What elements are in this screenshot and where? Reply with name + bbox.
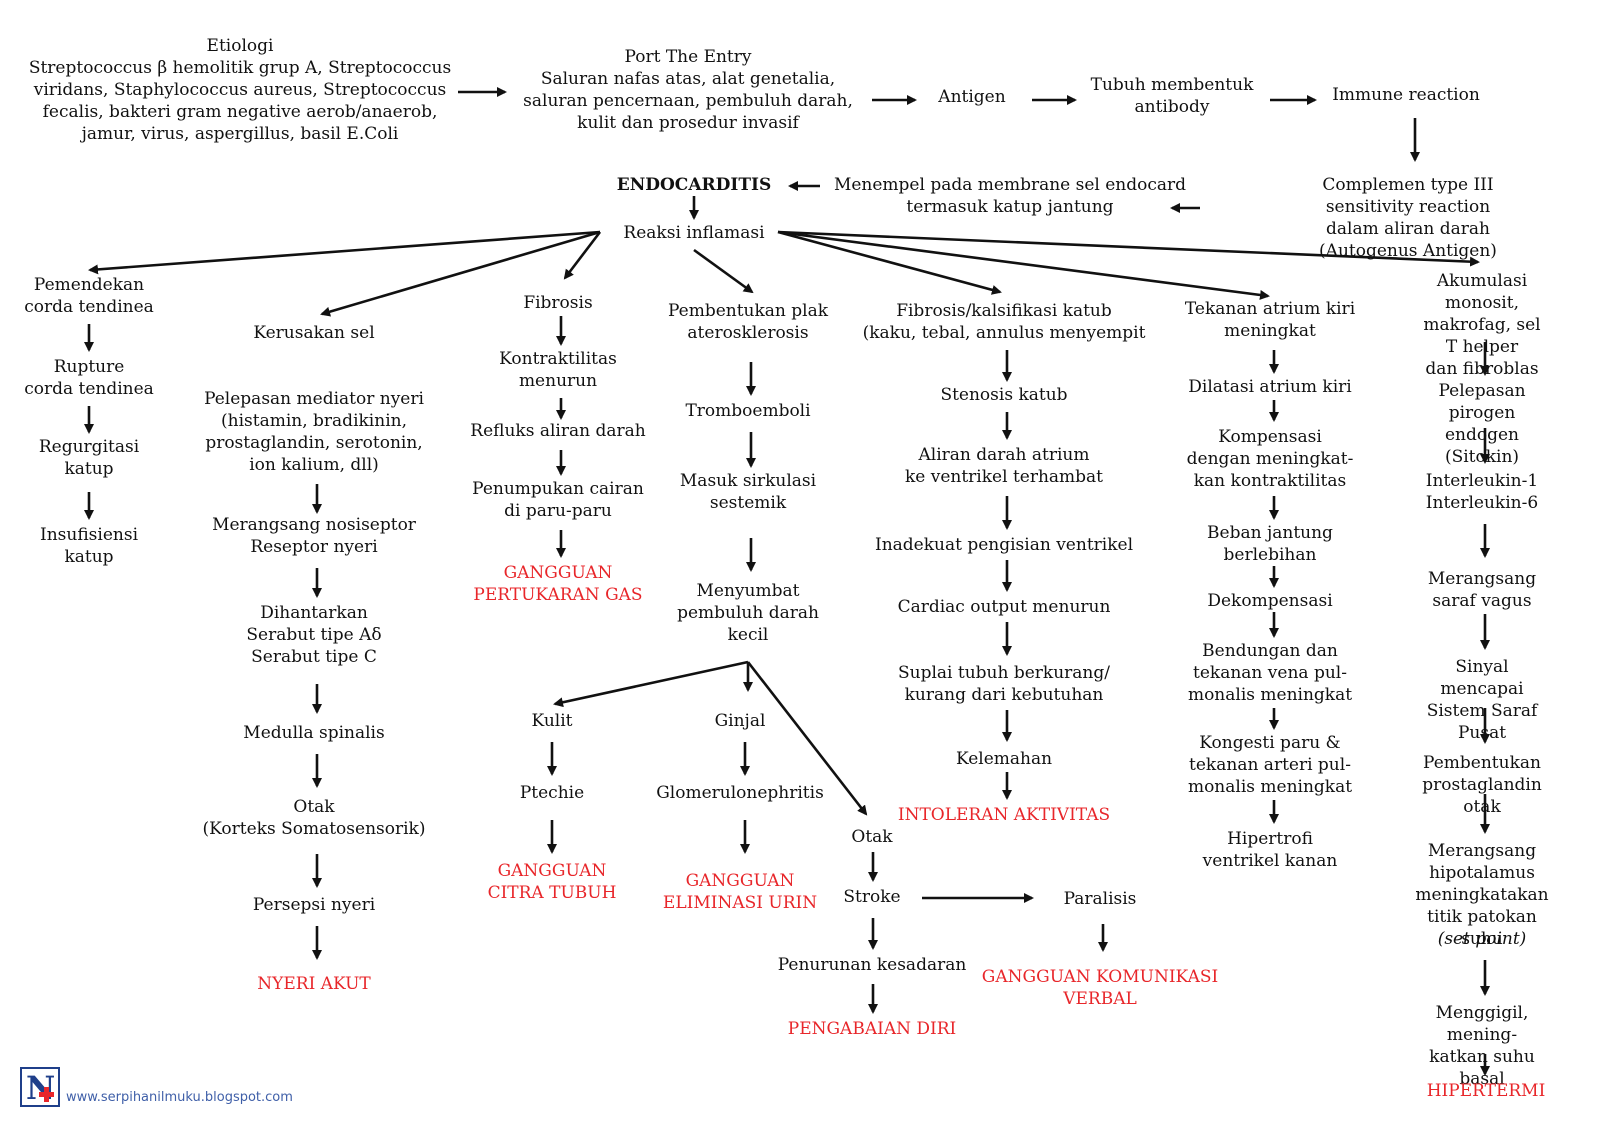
node-penurunan-kesadaran: Penurunan kesadaran: [777, 955, 967, 975]
diagnosis-pengabaian-diri: PENGABAIAN DIRI: [787, 1019, 957, 1039]
flow-arrow: [88, 230, 601, 275]
flow-arrow: [777, 230, 1480, 267]
node-akumulasi: Akumulasi monosit, makrofag, sel T helpe…: [1423, 271, 1541, 379]
node-dilatasi: Dilatasi atrium kiri: [1188, 377, 1352, 397]
node-antibody: Tubuh membentuk antibody: [1090, 75, 1254, 117]
node-dihantarkan: Dihantarkan Serabut tipe Aδ Serabut tipe…: [246, 603, 382, 667]
node-set-point: (set point): [1437, 929, 1527, 949]
flow-arrow: [320, 230, 601, 317]
node-cardiac-output: Cardiac output menurun: [897, 597, 1111, 617]
diagnosis-intoleran-aktivitas: INTOLERAN AKTIVITAS: [897, 805, 1111, 825]
node-aliran-terhambat: Aliran darah atrium ke ventrikel terhamb…: [904, 445, 1104, 487]
node-menempel: Menempel pada membrane sel endocard term…: [833, 175, 1187, 217]
node-pemendekan: Pemendekan corda tendinea: [24, 275, 154, 317]
diagnosis-hipertermi: HIPERTERMI: [1426, 1081, 1546, 1101]
node-menyumbat: Menyumbat pembuluh darah kecil: [677, 581, 819, 645]
svg-text:N: N: [26, 1069, 55, 1107]
node-tromboemboli: Tromboemboli: [685, 401, 811, 421]
node-rupture: Rupture corda tendinea: [24, 357, 154, 399]
node-etiologi: Etiologi Streptococcus β hemolitik grup …: [28, 36, 452, 144]
node-regurgitasi: Regurgitasi katup: [38, 437, 140, 479]
node-plak: Pembentukan plak aterosklerosis: [667, 301, 829, 343]
node-reaksi-inflamasi: Reaksi inflamasi: [623, 223, 765, 243]
node-insufisiensi: Insufisiensi katup: [39, 525, 139, 567]
node-pirogen: Pelepasan pirogen endogen (Sitokin): [1438, 381, 1526, 467]
node-ptechie: Ptechie: [519, 783, 585, 803]
node-kerusakan-sel: Kerusakan sel: [253, 323, 375, 343]
node-hipotalamus: Merangsang hipotalamus meningkatakan tit…: [1415, 841, 1549, 949]
node-immune: Immune reaction: [1332, 85, 1480, 105]
node-saraf-vagus: Merangsang saraf vagus: [1427, 569, 1537, 611]
node-ginjal: Ginjal: [714, 711, 766, 731]
node-complemen: Complemen type III sensitivity reaction …: [1319, 175, 1497, 261]
logo-icon: N: [20, 1067, 60, 1107]
flow-arrow: [563, 231, 602, 280]
node-menggigil: Menggigil, mening- katkan suhu basal: [1429, 1003, 1535, 1089]
node-beban-jantung: Beban jantung berlebihan: [1207, 523, 1333, 565]
node-kongesti: Kongesti paru & tekanan arteri pul- mona…: [1187, 733, 1353, 797]
node-stenosis: Stenosis katub: [940, 385, 1068, 405]
node-pelepasan-mediator: Pelepasan mediator nyeri (histamin, brad…: [204, 389, 424, 475]
node-kulit: Kulit: [531, 711, 573, 731]
node-stroke: Stroke: [843, 887, 901, 907]
node-antigen: Antigen: [938, 87, 1006, 107]
node-kelemahan: Kelemahan: [955, 749, 1053, 769]
node-kontraktilitas: Kontraktilitas menurun: [499, 349, 617, 391]
node-sinyal-ssp: Sinyal mencapai Sistem Saraf Pusat: [1426, 657, 1538, 743]
node-otak: Otak: [851, 827, 893, 847]
node-port-entry: Port The Entry Saluran nafas atas, alat …: [523, 47, 853, 133]
node-persepsi: Persepsi nyeri: [252, 895, 376, 915]
node-suplai: Suplai tubuh berkurang/ kurang dari kebu…: [898, 663, 1110, 705]
node-glomerulonephritis: Glomerulonephritis: [656, 783, 824, 803]
flow-arrow: [746, 661, 868, 816]
diagnosis-pertukaran-gas: GANGGUAN PERTUKARAN GAS: [473, 563, 643, 605]
node-refluks: Refluks aliran darah: [470, 421, 646, 441]
node-bendungan: Bendungan dan tekanan vena pul- monalis …: [1187, 641, 1353, 705]
node-paralisis: Paralisis: [1063, 889, 1137, 909]
node-inadekuat: Inadekuat pengisian ventrikel: [874, 535, 1134, 555]
node-kalsifikasi: Fibrosis/kalsifikasi katub (kaku, tebal,…: [862, 301, 1146, 343]
flow-arrow: [553, 660, 749, 708]
node-kompensasi: Kompensasi dengan meningkat- kan kontrak…: [1186, 427, 1354, 491]
diagnosis-nyeri-akut: NYERI AKUT: [257, 974, 371, 994]
node-sirkulasi: Masuk sirkulasi sestemik: [679, 471, 817, 513]
node-fibrosis: Fibrosis: [523, 293, 593, 313]
node-interleukin: Interleukin-1 Interleukin-6: [1425, 471, 1539, 513]
footer-link[interactable]: www.serpihanilmuku.blogspot.com: [66, 1090, 293, 1105]
node-dekompensasi: Dekompensasi: [1207, 591, 1333, 611]
node-medulla: Medulla spinalis: [243, 723, 385, 743]
flow-arrow: [777, 230, 1002, 295]
node-nosiseptor: Merangsang nosiseptor Reseptor nyeri: [212, 515, 416, 557]
flow-arrow: [777, 230, 1270, 300]
node-hipertrofi: Hipertrofi ventrikel kanan: [1202, 829, 1338, 871]
node-prostaglandin-otak: Pembentukan prostaglandin otak: [1422, 753, 1542, 817]
flow-arrow: [693, 248, 754, 294]
diagnosis-eliminasi-urin: GANGGUAN ELIMINASI URIN: [662, 871, 818, 913]
diagnosis-komunikasi-verbal: GANGGUAN KOMUNIKASI VERBAL: [981, 967, 1219, 1009]
diagnosis-citra-tubuh: GANGGUAN CITRA TUBUH: [487, 861, 617, 903]
node-endocarditis: ENDOCARDITIS: [616, 175, 772, 195]
node-otak-korteks: Otak (Korteks Somatosensorik): [202, 797, 426, 839]
node-penumpukan: Penumpukan cairan di paru-paru: [472, 479, 644, 521]
node-tekanan-atrium: Tekanan atrium kiri meningkat: [1184, 299, 1356, 341]
